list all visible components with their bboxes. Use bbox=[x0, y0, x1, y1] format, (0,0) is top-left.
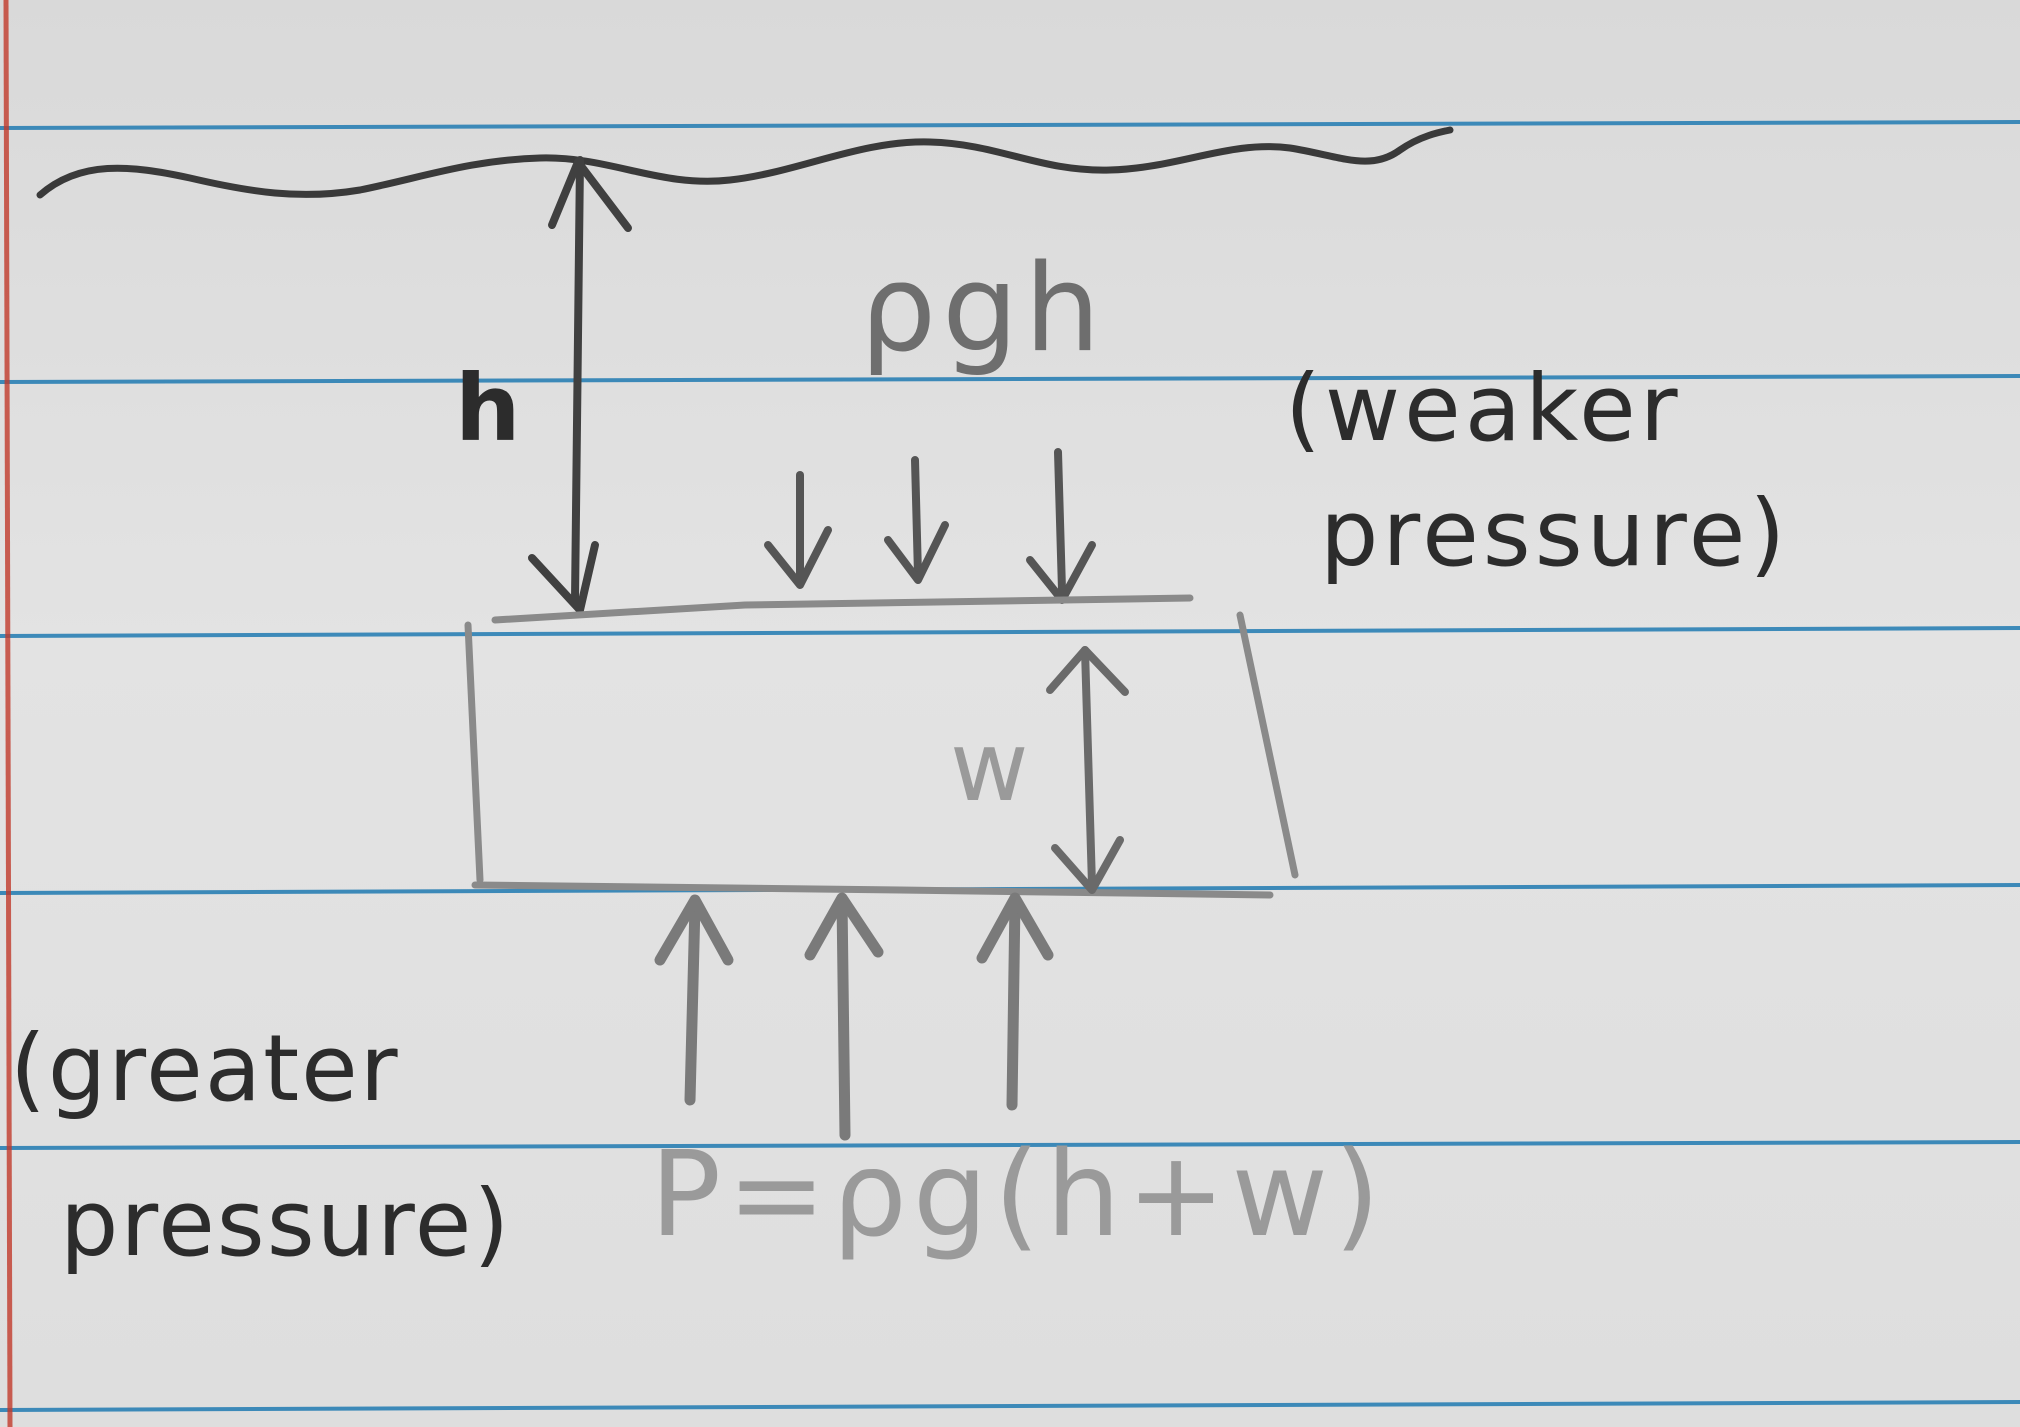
block-height-label: w bbox=[950, 711, 1029, 823]
rule-line bbox=[0, 120, 2020, 130]
up-arrow bbox=[654, 894, 734, 1106]
rule-line bbox=[0, 374, 2020, 384]
bottom-pressure-label: P=ρg(h+w) bbox=[650, 1125, 1386, 1263]
top-note-line2: pressure) bbox=[1320, 480, 1789, 587]
block-top bbox=[491, 594, 1194, 624]
upward-force-arrows bbox=[654, 892, 1054, 1141]
bottom-note-line1: (greater bbox=[10, 1015, 400, 1122]
block-height-arrow bbox=[1046, 646, 1129, 894]
block-right bbox=[1236, 611, 1299, 879]
water-surface bbox=[36, 126, 1454, 199]
top-note-line1: (weaker bbox=[1285, 355, 1682, 462]
down-arrow bbox=[764, 471, 832, 589]
rule-line bbox=[0, 1400, 2020, 1412]
down-arrow bbox=[1026, 448, 1096, 604]
depth-label: h bbox=[455, 355, 521, 462]
block-bottom bbox=[471, 881, 1274, 899]
top-pressure-label: ρgh bbox=[860, 240, 1106, 379]
margin-line bbox=[3, 0, 13, 1427]
submerged-block bbox=[464, 594, 1299, 899]
rule-line bbox=[0, 1140, 2020, 1150]
down-arrow bbox=[884, 456, 949, 584]
downward-force-arrows bbox=[764, 448, 1096, 604]
ruled-lines bbox=[0, 120, 2020, 1412]
bottom-note-line2: pressure) bbox=[60, 1170, 511, 1277]
up-arrow bbox=[976, 892, 1054, 1111]
block-left bbox=[464, 621, 484, 884]
rule-line bbox=[0, 626, 2020, 638]
depth-arrow bbox=[528, 156, 632, 614]
up-arrow bbox=[804, 892, 884, 1141]
